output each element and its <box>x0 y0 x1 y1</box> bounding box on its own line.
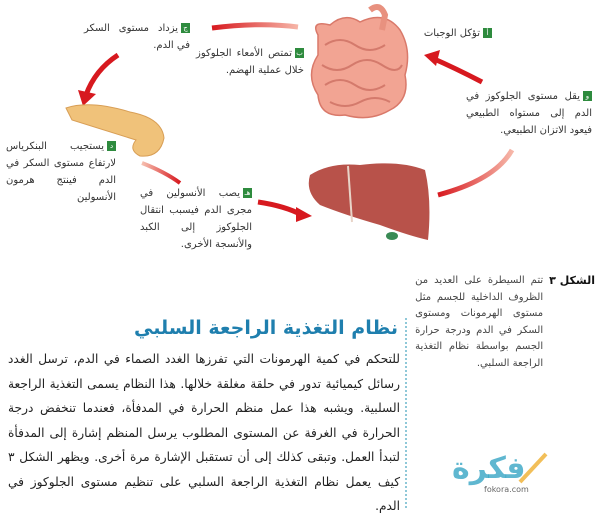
arrow-liver-to-f <box>437 148 515 198</box>
liver-image <box>308 163 430 240</box>
step-e: هـيصب الأنسولين في مجرى الدم فيسبب انتقا… <box>140 185 252 253</box>
step-text: يزداد مستوى السكر في الدم. <box>84 23 190 51</box>
section-paragraph: للتحكم في كمية الهرمونات التي تفرزها الغ… <box>8 352 400 513</box>
arrow-head <box>424 50 440 66</box>
step-text: تمتص الأمعاء الجلوكوز خلال عملية الهضم. <box>196 48 304 76</box>
step-c: جيزداد مستوى السكر في الدم. <box>84 20 190 54</box>
step-text: يستجيب البنكرياس لارتفاع مستوى السكر في … <box>6 141 116 203</box>
arrow-head <box>78 90 96 106</box>
section-heading: نظام التغذية الراجعة السلبي <box>134 317 398 339</box>
step-a: أتؤكل الوجبات <box>420 25 492 42</box>
watermark-site: fokora.com <box>484 485 529 494</box>
glucose-feedback-diagram <box>65 3 515 240</box>
step-text: تؤكل الوجبات <box>423 28 480 39</box>
figure-caption: الشكل ٣ تتم السيطرة على العديد من الظروف… <box>410 273 595 372</box>
step-d: ديستجيب البنكرياس لارتفاع مستوى السكر في… <box>6 138 116 206</box>
column-divider <box>405 318 407 508</box>
step-f: ويقل مستوى الجلوكوز في الدم إلى مستواه ا… <box>466 88 592 139</box>
step-badge: ج <box>181 23 190 33</box>
arrow-e-to-liver <box>257 199 304 218</box>
arrow-c-to-d <box>83 52 120 96</box>
pancreas-image <box>65 104 165 157</box>
watermark-logo: فكرة fokora.com <box>450 440 560 496</box>
step-text: يصب الأنسولين في مجرى الدم فيسبب انتقال … <box>140 188 252 250</box>
figure-label: الشكل ٣ <box>549 274 595 287</box>
figure-caption-text: تتم السيطرة على العديد من الظروف الداخلي… <box>415 275 544 369</box>
small-intestine-image <box>310 3 409 119</box>
step-badge: أ <box>483 28 492 38</box>
arrow-f-to-a <box>431 55 484 85</box>
step-badge: د <box>107 141 116 151</box>
arrow-head <box>296 207 312 222</box>
step-badge: ب <box>295 48 304 58</box>
arrow-d-to-e <box>141 161 182 185</box>
step-badge: و <box>583 91 592 101</box>
watermark-logo-text: فكرة <box>452 451 525 486</box>
step-badge: هـ <box>243 188 252 198</box>
step-b: بتمتص الأمعاء الجلوكوز خلال عملية الهضم. <box>196 45 304 79</box>
arrow-b-to-c <box>211 22 299 31</box>
step-text: يقل مستوى الجلوكوز في الدم إلى مستواه ال… <box>466 91 592 136</box>
